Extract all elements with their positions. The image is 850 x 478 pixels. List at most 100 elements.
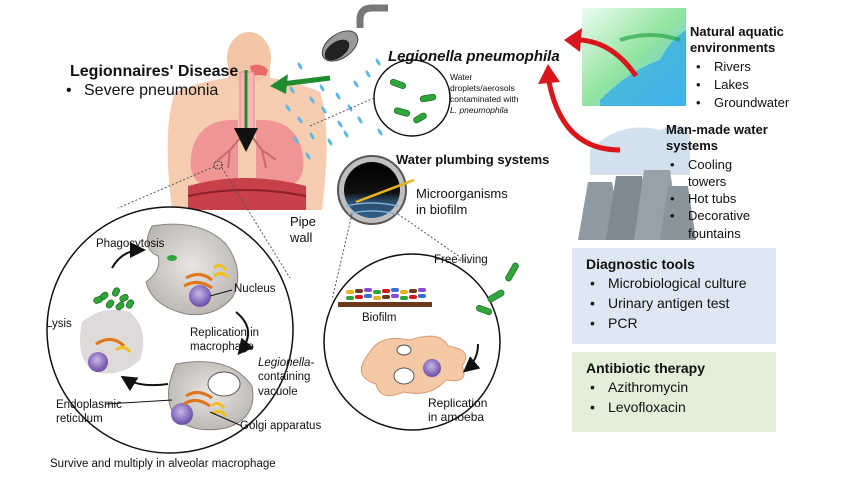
antibiotic-title: Antibiotic therapy (586, 360, 706, 376)
bacterium-icon (505, 262, 519, 282)
red-arrow-manmade (545, 75, 621, 153)
water-droplet-icon (335, 92, 341, 100)
water-droplet-icon (375, 58, 381, 66)
plumbing-title: Water plumbing systems (396, 152, 550, 167)
natural-item: Rivers (692, 58, 789, 76)
er-label: Endoplasmic reticulum (56, 399, 122, 426)
droplet-magnified-circle (373, 59, 451, 137)
bacterium-icon (393, 107, 411, 117)
biofilm-microbe-icon (391, 294, 399, 298)
nucleus-label: Nucleus (234, 283, 276, 295)
bacterium-icon (125, 299, 135, 309)
bacterium-icon (119, 293, 129, 303)
microorganisms-label: Microorganisms in biofilm (416, 186, 508, 217)
replication-amoeba-label: Replication in amoeba (428, 396, 488, 425)
bacterium-icon (419, 93, 437, 103)
biofilm-microbe-icon (418, 294, 426, 298)
diagnostic-box: Diagnostic tools Microbiological culture… (586, 256, 747, 334)
biofilm-microbe-icon (418, 288, 426, 292)
biofilm-microbe-icon (409, 289, 417, 293)
natural-aquatic-image (582, 8, 686, 106)
diagnostic-item: Urinary antigen test (586, 294, 747, 314)
antibiotic-item: Azithromycin (586, 378, 705, 398)
macrophage-phagocytosis-cell (145, 223, 239, 316)
bacterium-icon (476, 304, 492, 316)
biofilm-surface (338, 302, 432, 307)
inhalation-arrow (281, 75, 331, 87)
water-droplet-icon (319, 84, 325, 92)
water-droplet-icon (297, 62, 303, 70)
diagnostic-title: Diagnostic tools (586, 256, 695, 272)
biofilm-microbe-icon (400, 296, 408, 300)
biofilm-microbe-icon (391, 288, 399, 292)
bacterium-icon (390, 78, 406, 90)
water-droplet-icon (365, 70, 371, 78)
manmade-title: Man-made water systems (666, 122, 768, 154)
bacterium-icon (487, 289, 505, 303)
lysis-label: Lysis (46, 318, 72, 330)
natural-list: Rivers Lakes Groundwater (692, 58, 789, 113)
water-droplet-icon (289, 86, 295, 94)
bacterium-icon (115, 301, 125, 311)
zoom-line-right (221, 167, 291, 279)
natural-title: Natural aquatic environments (690, 24, 784, 56)
biofilm-microbe-icon (346, 296, 354, 300)
diagnostic-list: Microbiological culture Urinary antigen … (586, 274, 747, 334)
pipe-cross-section (337, 155, 415, 225)
biofilm-microbe-icon (400, 290, 408, 294)
biofilm-microbe-icon (382, 289, 390, 293)
amoeba-cell (360, 335, 467, 397)
biofilm-microbe-icon (382, 295, 390, 299)
antibiotic-item: Levofloxacin (586, 398, 705, 418)
antibiotic-list: Azithromycin Levofloxacin (586, 378, 705, 418)
droplets-label: Water droplets/aerosols contaminated wit… (450, 72, 519, 116)
biofilm-microbe-icon (346, 290, 354, 294)
phagocytosis-label: Phagocytosis (96, 238, 165, 250)
disease-item: Severe pneumonia (62, 82, 218, 100)
water-droplet-icon (297, 116, 303, 124)
golgi-label: Golgi apparatus (240, 420, 322, 432)
disease-list: Severe pneumonia (62, 82, 218, 100)
natural-item: Groundwater (692, 94, 789, 112)
biofilm-microbe-icon (373, 290, 381, 294)
biofilm-microbe-icon (364, 288, 372, 292)
water-droplet-icon (357, 116, 363, 124)
human-torso-illustration (167, 32, 327, 211)
bacterium-icon (413, 112, 427, 124)
water-droplet-icon (343, 130, 349, 138)
disease-title: Legionnaires' Disease (70, 63, 239, 80)
water-droplet-icon (321, 106, 327, 114)
water-droplet-icon (353, 80, 359, 88)
diagnostic-item: PCR (586, 314, 747, 334)
biofilm-microbe-icon (355, 289, 363, 293)
water-droplet-icon (337, 120, 343, 128)
diagnostic-item: Microbiological culture (586, 274, 747, 294)
antibiotic-box: Antibiotic therapy Azithromycin Levoflox… (586, 360, 705, 418)
free-living-label: Free-living (434, 254, 488, 266)
biofilm-microbe-icon (409, 295, 417, 299)
pipe-wall-label: Pipe wall (290, 214, 317, 245)
biofilm-label: Biofilm (362, 312, 397, 324)
water-droplet-icon (305, 152, 311, 160)
water-droplet-icon (309, 132, 315, 140)
replication-macrophage-label: Replication in macrophage (190, 327, 260, 354)
natural-item: Lakes (692, 76, 789, 94)
water-droplet-icon (377, 128, 383, 136)
manmade-item: Hot tubs (666, 190, 750, 207)
shower-head-illustration (321, 4, 388, 62)
water-droplet-icon (293, 136, 299, 144)
biofilm-microbe-icon (355, 295, 363, 299)
lcv-label: Legionella- containing vacuole (258, 357, 315, 398)
water-droplet-icon (309, 96, 315, 104)
water-droplet-icon (327, 138, 333, 146)
water-droplet-icon (285, 104, 291, 112)
macrophage-caption: Survive and multiply in alveolar macroph… (50, 458, 276, 470)
bacterium-icon (105, 299, 115, 309)
bacterium-icon (111, 287, 121, 297)
biofilm-microbe-icon (364, 294, 372, 298)
water-droplets (285, 58, 383, 160)
pathogen-title: Legionella pneumophila (388, 48, 560, 65)
